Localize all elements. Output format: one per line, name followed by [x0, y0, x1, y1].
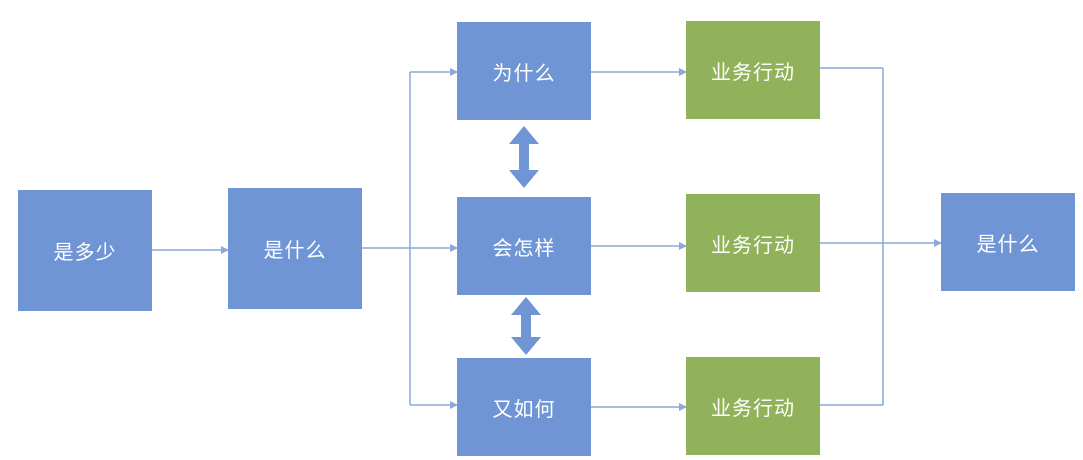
- node-action-top-label: 业务行动: [711, 59, 795, 84]
- node-how-do: 又如何: [457, 358, 591, 456]
- double-arrow-why-howhappen: [509, 126, 539, 188]
- node-action-bottom-label: 业务行动: [711, 395, 795, 420]
- node-result: 是什么: [941, 193, 1075, 291]
- node-result-label: 是什么: [976, 231, 1040, 256]
- double-arrow-howhappen-howdo: [511, 297, 541, 355]
- node-why-label: 为什么: [492, 60, 556, 85]
- node-start-label: 是多少: [53, 240, 117, 264]
- node-action-mid: 业务行动: [686, 194, 820, 292]
- node-what: 是什么: [228, 188, 362, 309]
- node-how-happen: 会怎样: [457, 197, 591, 295]
- node-what-label: 是什么: [263, 238, 327, 262]
- node-action-mid-label: 业务行动: [711, 232, 795, 257]
- node-action-bottom: 业务行动: [686, 357, 820, 455]
- node-start: 是多少: [18, 190, 152, 311]
- node-how-happen-label: 会怎样: [492, 235, 556, 260]
- node-action-top: 业务行动: [686, 21, 820, 119]
- node-how-do-label: 又如何: [492, 396, 556, 421]
- node-why: 为什么: [457, 22, 591, 120]
